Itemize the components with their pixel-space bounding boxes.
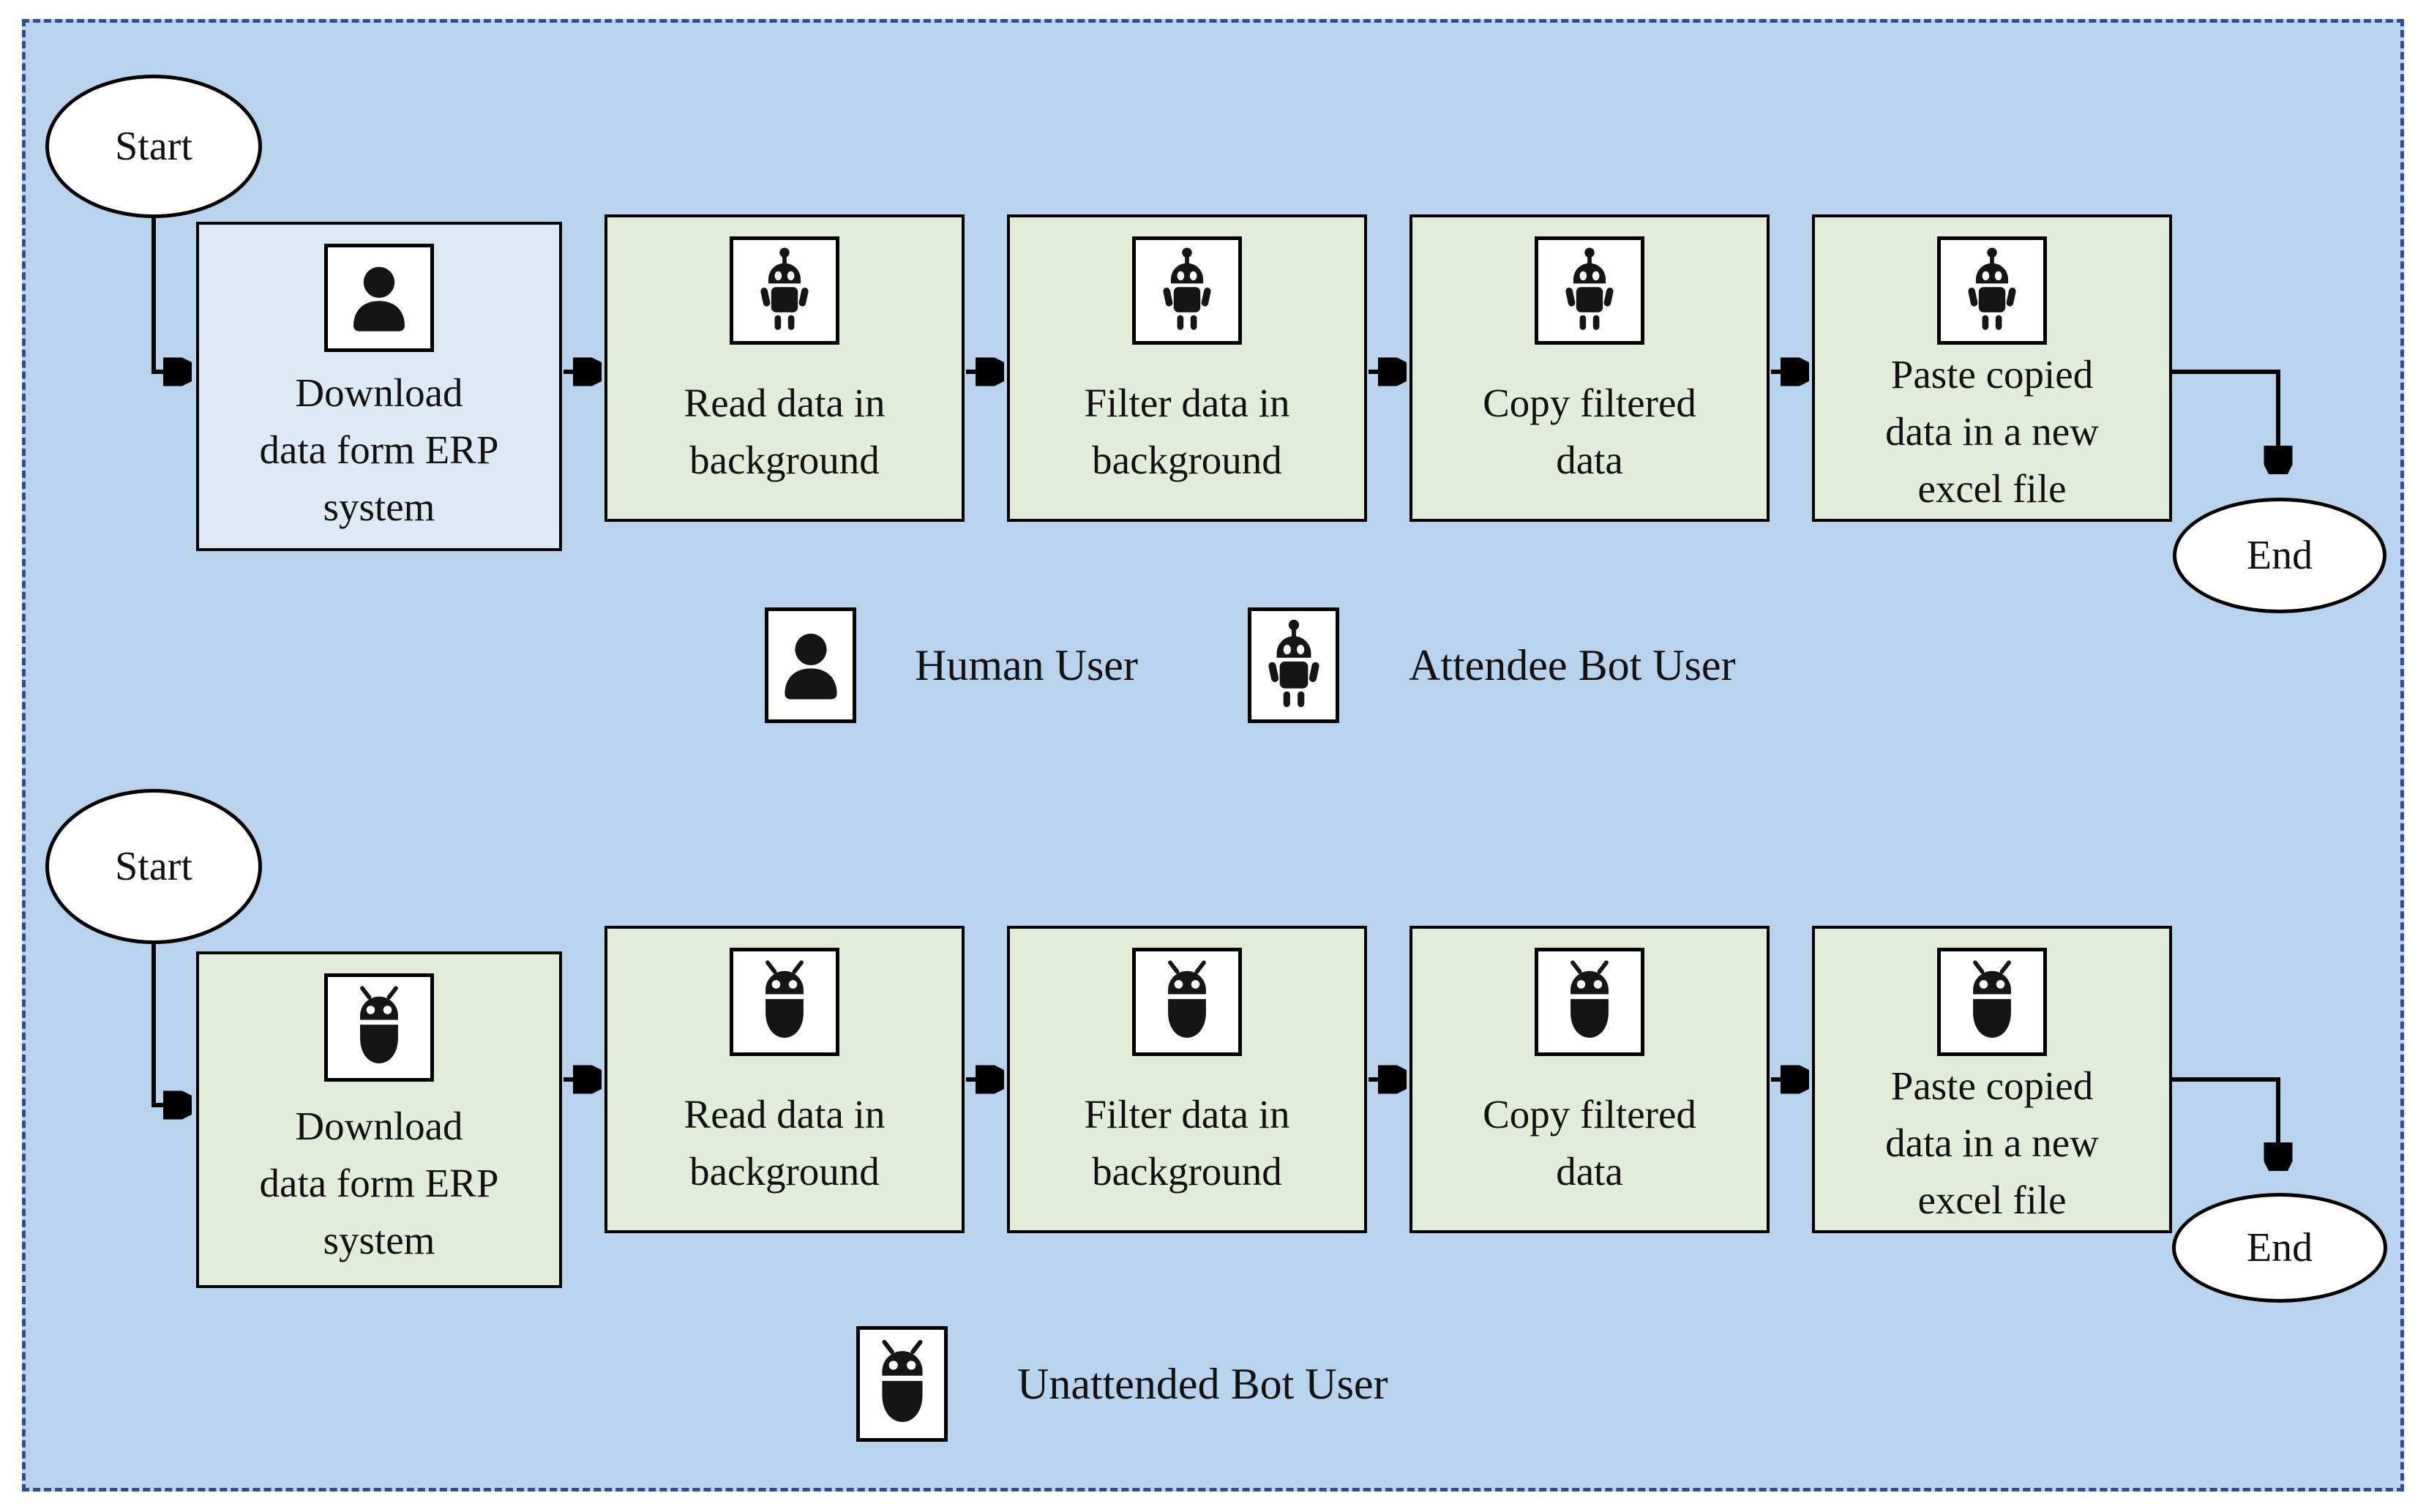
step-label-line: Download — [295, 1104, 463, 1148]
legend-attendee-bot-label: Attendee Bot User — [1409, 640, 1736, 689]
end-node-unattended-label: End — [2246, 1225, 2313, 1270]
unattended-bot-icon — [1957, 957, 2027, 1047]
step-label-line: Download — [295, 370, 463, 415]
legend-attendee-bot-icon-frame — [1248, 607, 1339, 723]
step-label: Copy filtered data — [1412, 1056, 1767, 1230]
attendee-bot-icon-frame — [730, 236, 839, 345]
step-paste-data-attended: Paste copied data in a new excel file — [1812, 214, 2172, 522]
step-label-line: Filter data in — [1084, 381, 1290, 425]
human-user-icon-frame — [324, 244, 434, 352]
step-label-line: Read data in — [684, 1092, 886, 1137]
unattended-bot-icon-frame — [730, 948, 839, 1056]
start-node-attended: Start — [45, 75, 262, 218]
unattended-bot-icon-frame — [1132, 948, 1242, 1056]
step-label: Paste copied data in a new excel file — [1815, 345, 2169, 519]
start-node-unattended-label: Start — [115, 844, 192, 889]
attendee-bot-icon-frame — [1132, 236, 1242, 345]
step-label-line: data in a new — [1885, 1120, 2099, 1165]
step-filter-data-unattended: Filter data in background — [1007, 926, 1367, 1233]
step-label: Copy filtered data — [1412, 345, 1767, 519]
attendee-bot-icon — [1554, 246, 1625, 335]
unattended-bot-icon-frame — [1535, 948, 1644, 1056]
unattended-bot-icon — [865, 1336, 940, 1431]
end-node-attended: End — [2173, 498, 2386, 613]
step-label-line: Copy filtered — [1483, 1092, 1696, 1137]
step-label-line: Copy filtered — [1483, 381, 1696, 425]
step-label-line: data — [1556, 1149, 1623, 1194]
step-filter-data-attended: Filter data in background — [1007, 214, 1367, 522]
attendee-bot-icon — [1257, 618, 1331, 713]
unattended-bot-icon — [1152, 957, 1222, 1047]
step-label: Download data form ERP system — [199, 1082, 559, 1285]
step-label-line: Paste copied — [1890, 1063, 2094, 1108]
step-label: Read data in background — [607, 1056, 962, 1230]
step-label-line: data form ERP — [259, 1161, 499, 1205]
step-label-line: background — [689, 1149, 880, 1194]
legend-unattended-bot-icon-frame — [856, 1326, 948, 1442]
step-label-line: system — [323, 484, 435, 529]
step-label-line: Read data in — [684, 381, 886, 425]
end-node-attended-label: End — [2246, 533, 2313, 578]
step-label: Paste copied data in a new excel file — [1815, 1056, 2169, 1230]
step-copy-data-attended: Copy filtered data — [1409, 214, 1770, 522]
step-read-data-attended: Read data in background — [604, 214, 965, 522]
step-label-line: excel file — [1917, 466, 2067, 511]
attendee-bot-icon-frame — [1937, 236, 2047, 345]
start-node-unattended: Start — [45, 789, 262, 944]
step-paste-data-unattended: Paste copied data in a new excel file — [1812, 926, 2172, 1233]
step-label-line: background — [1092, 1149, 1282, 1194]
unattended-bot-icon — [1554, 957, 1625, 1047]
step-label: Read data in background — [607, 345, 962, 519]
human-user-icon — [340, 259, 418, 337]
start-node-attended-label: Start — [115, 124, 192, 169]
attendee-bot-icon-frame — [1535, 236, 1644, 345]
step-label: Filter data in background — [1010, 1056, 1364, 1230]
unattended-bot-icon — [749, 957, 820, 1047]
unattended-bot-icon — [344, 983, 414, 1072]
step-download-erp-unattended: Download data form ERP system — [196, 951, 562, 1288]
legend-unattended-bot-label: Unattended Bot User — [1017, 1359, 1388, 1408]
step-copy-data-unattended: Copy filtered data — [1409, 926, 1770, 1233]
human-user-icon — [771, 626, 850, 705]
step-label-line: data in a new — [1885, 409, 2099, 454]
step-label: Filter data in background — [1010, 345, 1364, 519]
step-download-erp-attended: Download data form ERP system — [196, 222, 562, 551]
step-label: Download data form ERP system — [199, 352, 559, 548]
attendee-bot-icon — [749, 246, 820, 335]
end-node-unattended: End — [2172, 1193, 2387, 1303]
step-label-line: data — [1556, 438, 1623, 482]
step-label-line: background — [689, 438, 880, 482]
attendee-bot-icon — [1152, 246, 1222, 335]
unattended-bot-icon-frame — [324, 973, 434, 1082]
step-label-line: data form ERP — [259, 427, 499, 472]
legend-human-icon-frame — [765, 607, 856, 723]
legend-human-label: Human User — [915, 640, 1138, 689]
step-label-line: background — [1092, 438, 1282, 482]
attendee-bot-icon — [1957, 246, 2027, 335]
step-label-line: Filter data in — [1084, 1092, 1290, 1137]
step-label-line: Paste copied — [1890, 352, 2094, 397]
step-label-line: system — [323, 1218, 435, 1262]
step-read-data-unattended: Read data in background — [604, 926, 965, 1233]
unattended-bot-icon-frame — [1937, 948, 2047, 1056]
step-label-line: excel file — [1917, 1178, 2067, 1222]
